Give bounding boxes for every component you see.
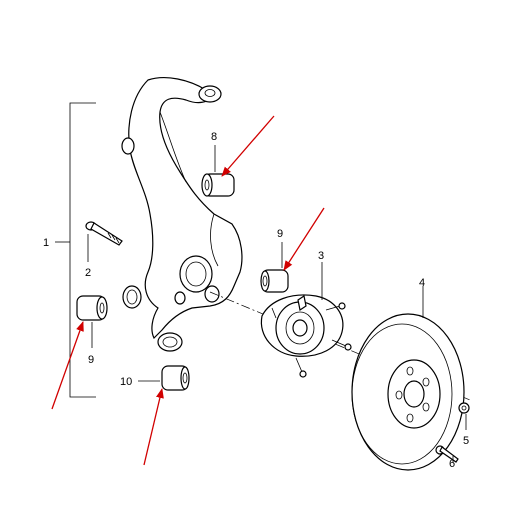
callout-part-4: 4	[419, 277, 425, 289]
hub-bearing	[260, 294, 352, 378]
knuckle-bore-lower	[157, 332, 183, 352]
brake-rotor	[351, 313, 465, 471]
red-arrow-left-bushing	[51, 321, 84, 410]
highlight-arrows	[51, 115, 325, 466]
red-arrow-upper-bushing	[221, 115, 275, 177]
callout-part-8: 8	[211, 131, 217, 143]
callout-part-9-lower: 9	[88, 354, 94, 366]
bolt	[85, 221, 123, 246]
callout-part-5: 5	[463, 435, 469, 447]
callout-labels: 1 2 3 4 5 6 8 9 9 10	[43, 131, 469, 470]
callout-part-9-upper: 9	[277, 228, 283, 240]
knuckle-bore-left	[122, 285, 142, 309]
callout-part-6: 6	[449, 458, 455, 470]
red-arrow-middle-bushing	[283, 207, 325, 271]
upper-bushing	[201, 173, 235, 197]
long-bolt	[435, 445, 459, 463]
left-bushing	[76, 295, 108, 321]
callout-part-10: 10	[120, 376, 132, 388]
assembly-bracket	[55, 102, 96, 398]
leader-lines	[87, 145, 467, 462]
callout-part-3: 3	[318, 250, 324, 262]
callout-part-2: 2	[85, 267, 91, 279]
steering-knuckle	[121, 77, 243, 340]
upper-boss	[198, 85, 222, 103]
middle-bushing	[260, 269, 289, 293]
lower-bushing	[161, 365, 190, 391]
red-arrow-lower-bushing	[143, 388, 164, 466]
rotor-screw	[458, 402, 470, 414]
callout-part-1: 1	[43, 237, 49, 249]
